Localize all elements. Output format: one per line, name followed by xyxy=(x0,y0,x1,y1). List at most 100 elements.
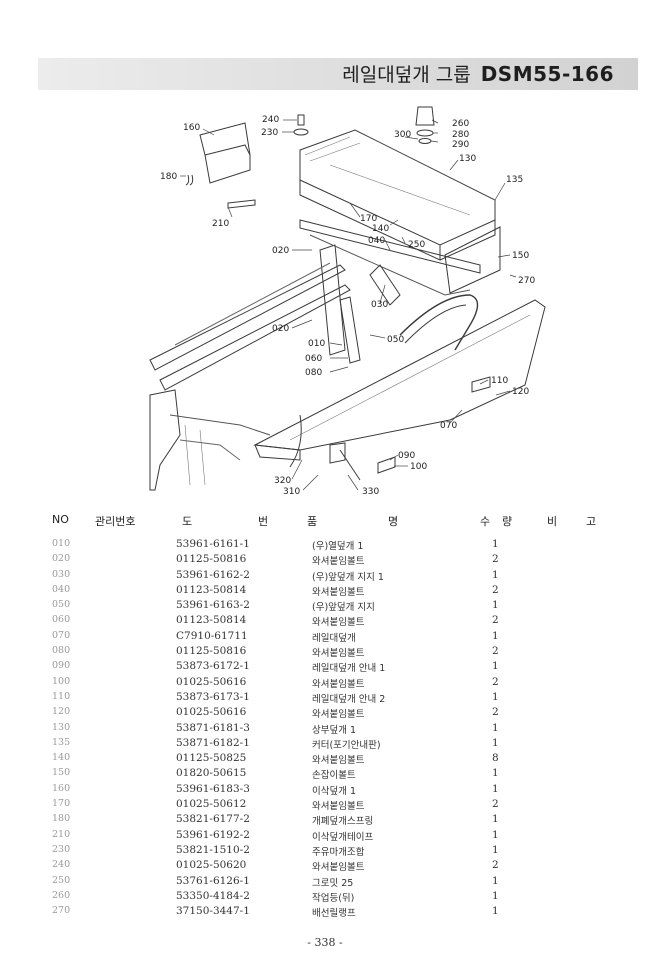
row-quantity: 2 xyxy=(492,614,499,627)
row-part-name: 와셔붙임볼트 xyxy=(312,556,365,568)
row-part-number: 01123-50814 xyxy=(176,614,247,627)
header-no: NO xyxy=(52,513,69,526)
row-part-number: 01125-50816 xyxy=(176,645,247,658)
row-quantity: 2 xyxy=(492,553,499,566)
row-part-number: 01025-50612 xyxy=(176,798,247,811)
row-part-name: (우)앞덮개 지지 xyxy=(312,602,375,614)
callout-230: 230 xyxy=(261,128,278,138)
row-quantity: 1 xyxy=(492,629,499,642)
row-part-name: 손잡이볼트 xyxy=(312,770,356,782)
row-no: 160 xyxy=(52,782,71,794)
row-part-number: C7910-61711 xyxy=(176,629,248,642)
row-part-number: 53961-6183-3 xyxy=(176,782,250,795)
row-part-name: 개폐덮개스프링 xyxy=(312,816,374,828)
row-quantity: 1 xyxy=(492,874,499,887)
row-part-number: 53961-6163-2 xyxy=(176,599,250,612)
header-item: 품 xyxy=(307,515,318,528)
row-part-name: 레일대덮개 xyxy=(312,632,356,644)
row-quantity: 1 xyxy=(492,843,499,856)
row-part-number: 01125-50816 xyxy=(176,553,247,566)
row-part-number: 53821-6177-2 xyxy=(176,813,250,826)
header-drawing: 도 xyxy=(182,515,193,528)
row-no: 250 xyxy=(52,874,71,886)
callout-140: 140 xyxy=(372,224,389,234)
row-quantity: 2 xyxy=(492,706,499,719)
row-quantity: 1 xyxy=(492,813,499,826)
group-title: 레일대덮개 그룹 xyxy=(342,64,471,86)
row-quantity: 8 xyxy=(492,752,499,765)
row-no: 240 xyxy=(52,859,71,871)
row-no: 210 xyxy=(52,828,71,840)
row-quantity: 2 xyxy=(492,675,499,688)
row-part-name: 와셔붙임볼트 xyxy=(312,709,365,721)
callout-210: 210 xyxy=(212,219,229,229)
callout-110: 110 xyxy=(491,376,508,386)
row-part-number: 01025-50620 xyxy=(176,859,247,872)
callout-240: 240 xyxy=(262,115,279,125)
header-mgmt-no: 관리번호 xyxy=(95,515,136,528)
row-quantity: 1 xyxy=(492,828,499,841)
row-part-number: 01025-50616 xyxy=(176,675,247,688)
row-part-name: 작업등(뒤) xyxy=(312,892,355,904)
row-part-number: 53961-6162-2 xyxy=(176,568,250,581)
callout-250: 250 xyxy=(408,240,425,250)
callout-080: 080 xyxy=(305,368,322,378)
callout-010: 010 xyxy=(308,339,325,349)
row-part-number: 01125-50825 xyxy=(176,752,247,765)
callout-320: 320 xyxy=(274,476,291,486)
row-part-number: 53871-6181-3 xyxy=(176,721,250,734)
exploded-parts-diagram: 240 230 160 180 210 260 280 290 300 130 … xyxy=(149,106,546,497)
row-part-number: 53821-1510-2 xyxy=(176,843,250,856)
row-no: 060 xyxy=(52,614,71,626)
row-part-name: 커터(포기안내판) xyxy=(312,739,381,751)
row-no: 050 xyxy=(52,599,71,611)
callout-020-top: 020 xyxy=(272,246,289,256)
row-part-number: 53873-6172-1 xyxy=(176,660,250,673)
callout-150: 150 xyxy=(512,251,529,261)
callout-135: 135 xyxy=(506,175,523,185)
row-quantity: 1 xyxy=(492,782,499,795)
callout-270: 270 xyxy=(518,276,535,286)
row-part-name: 레일대덮개 안내 2 xyxy=(312,693,386,705)
callout-290: 290 xyxy=(452,140,469,150)
row-no: 110 xyxy=(52,690,71,702)
row-quantity: 1 xyxy=(492,767,499,780)
callout-260: 260 xyxy=(452,119,469,129)
row-part-number: 37150-3447-1 xyxy=(176,905,250,918)
row-part-name: (우)열덮개 1 xyxy=(312,541,364,552)
callout-090: 090 xyxy=(398,451,415,461)
row-no: 260 xyxy=(52,889,71,901)
row-no: 040 xyxy=(52,583,71,595)
row-part-number: 53961-6161-1 xyxy=(176,538,250,550)
row-quantity: 1 xyxy=(492,538,499,550)
header-qty: 수 xyxy=(480,515,491,528)
row-no: 170 xyxy=(52,798,71,810)
row-no: 270 xyxy=(52,905,71,917)
row-quantity: 1 xyxy=(492,660,499,673)
lower-frame-shape xyxy=(149,389,181,491)
row-part-name: 이삭덮개테이프 xyxy=(312,831,374,843)
header-name: 명 xyxy=(388,515,399,528)
row-no: 120 xyxy=(52,706,71,718)
callout-070: 070 xyxy=(440,421,457,431)
row-no: 020 xyxy=(52,553,71,565)
row-quantity: 1 xyxy=(492,736,499,749)
row-part-number: 53350-4184-2 xyxy=(176,889,250,902)
row-part-name: 와셔붙임볼트 xyxy=(312,862,365,874)
row-quantity: 2 xyxy=(492,645,499,658)
